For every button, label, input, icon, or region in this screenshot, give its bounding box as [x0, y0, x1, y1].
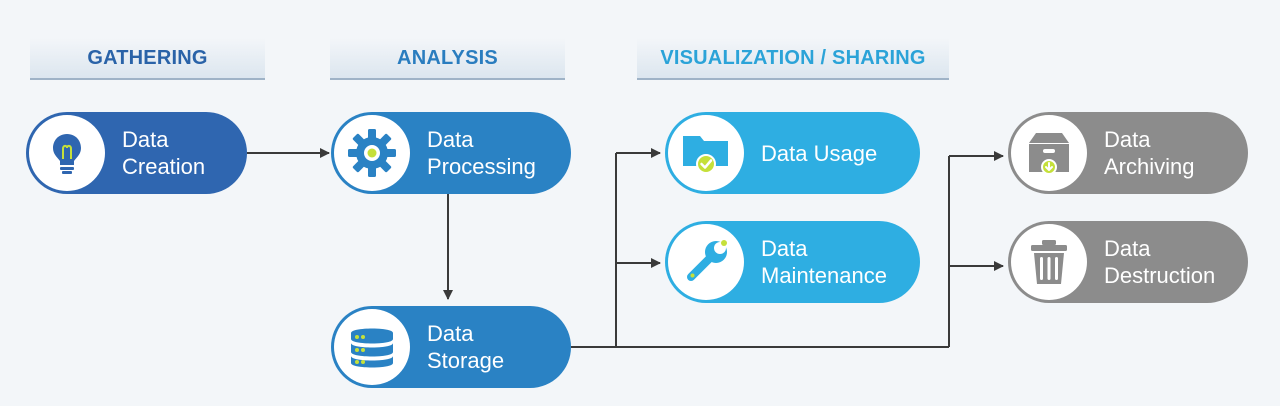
database-icon: [351, 328, 393, 368]
node-data-maintenance: Data Maintenance: [665, 221, 920, 303]
lightbulb-icon: [53, 134, 81, 174]
node-icon-circle: [668, 224, 744, 300]
phase-header-label: VISUALIZATION / SHARING: [660, 46, 926, 69]
node-icon-circle: [668, 115, 744, 191]
phase-header-label: GATHERING: [87, 46, 208, 69]
node-icon-circle: [29, 115, 105, 191]
folder-check-icon: [683, 136, 728, 174]
node-icon-circle: [1011, 224, 1087, 300]
node-icon-circle: [334, 115, 410, 191]
node-data-storage: Data Storage: [331, 306, 571, 388]
node-label: Data Processing: [427, 127, 536, 179]
node-data-creation: Data Creation: [26, 112, 247, 194]
phase-header-visualization-sharing: VISUALIZATION / SHARING: [637, 38, 949, 80]
node-data-usage: Data Usage: [665, 112, 920, 194]
node-icon-circle: [1011, 115, 1087, 191]
node-label: Data Storage: [427, 321, 505, 373]
node-data-processing: Data Processing: [331, 112, 571, 194]
trash-can-icon: [1031, 240, 1067, 284]
node-data-archiving: Data Archiving: [1008, 112, 1248, 194]
node-label: Data Archiving: [1104, 127, 1195, 179]
node-label: Data Creation: [122, 127, 206, 179]
node-icon-circle: [334, 309, 410, 385]
archive-box-icon: [1029, 133, 1069, 175]
node-label: Data Maintenance: [761, 236, 887, 288]
phase-header-analysis: ANALYSIS: [330, 38, 565, 80]
phase-header-label: ANALYSIS: [397, 46, 498, 69]
wrench-icon: [687, 240, 727, 281]
gear-icon: [348, 129, 396, 177]
node-label: Data Destruction: [1104, 236, 1216, 288]
node-label: Data Usage: [761, 140, 878, 166]
node-data-destruction: Data Destruction: [1008, 221, 1248, 303]
phase-header-gathering: GATHERING: [30, 38, 265, 80]
